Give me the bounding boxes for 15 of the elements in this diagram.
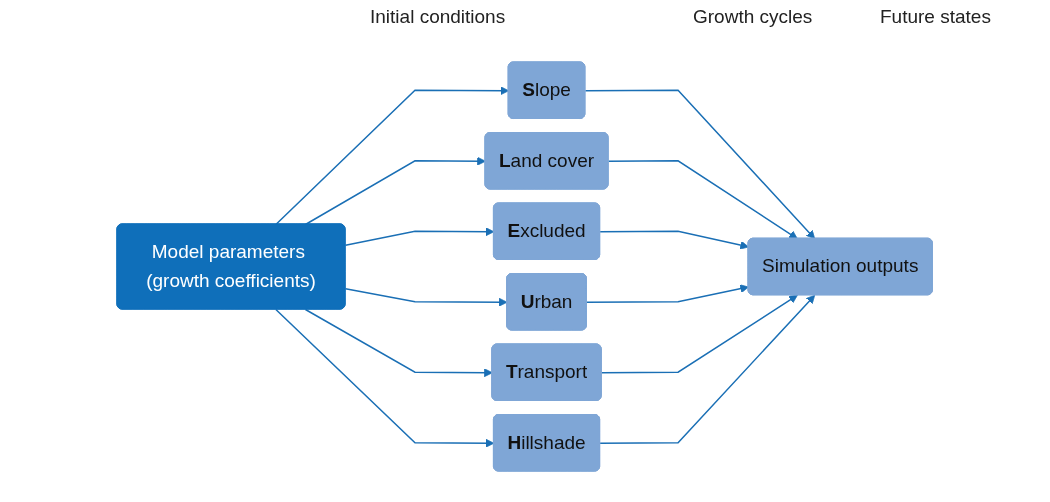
- arrow: [345, 287, 508, 307]
- arrow: [275, 308, 495, 448]
- arrow: [305, 308, 494, 377]
- arrow: [599, 294, 816, 444]
- column-heading: Future states: [880, 6, 991, 28]
- arrow: [305, 156, 487, 225]
- arrow: [608, 159, 799, 239]
- arrow: [586, 283, 750, 303]
- column-heading: Initial conditions: [370, 6, 506, 28]
- arrow: [584, 89, 816, 239]
- column-heading: Growth cycles: [693, 6, 813, 28]
- arrow: [601, 294, 799, 373]
- arrow: [599, 230, 750, 250]
- arrow: [345, 226, 495, 246]
- arrow: [275, 85, 510, 225]
